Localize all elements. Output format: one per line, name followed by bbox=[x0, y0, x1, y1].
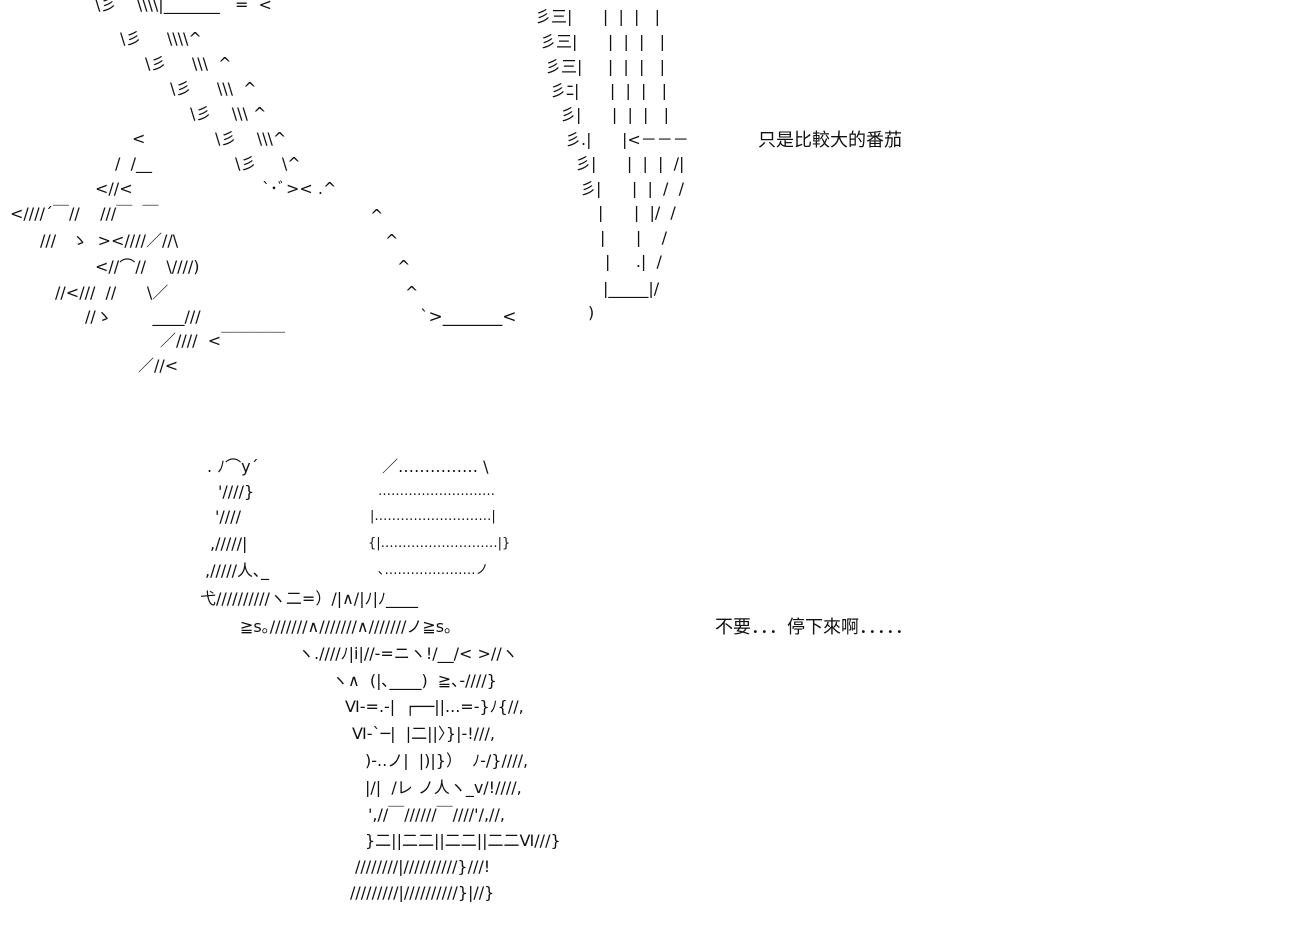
art-line: 弋//////////ヽ二=）/|∧/|ﾉ|ﾉ____ bbox=[200, 589, 418, 608]
art-line: Ⅵ-`─| |二||〉}|-!///, bbox=[352, 724, 495, 743]
art-line: ) bbox=[588, 303, 595, 322]
art-line: ^ bbox=[370, 206, 384, 225]
art-line: <//⌒// \////) bbox=[95, 257, 200, 276]
art-line: 彡三| | | | | bbox=[535, 7, 661, 26]
art-line: Ⅵ-=.-| ┌──||...=-}ﾉ{//, bbox=[345, 697, 524, 716]
art-line: //ゝ ____/// bbox=[85, 307, 201, 326]
art-line: /// ゝ ><////／//\ bbox=[40, 231, 179, 250]
art-line: '////} bbox=[218, 482, 255, 501]
art-line: ^ bbox=[397, 257, 411, 276]
art-line: //</// // \／ bbox=[55, 283, 169, 302]
art-line: ',//￣//////￣////'/,//, bbox=[368, 805, 505, 824]
art-line: ////////|//////////}///! bbox=[355, 857, 491, 876]
art-line: ／//< bbox=[138, 356, 179, 375]
art-line: \彡 \\\\|_______ = <´ bbox=[95, 0, 280, 14]
art-line: | | / bbox=[600, 228, 668, 247]
art-line: 彡| | | | | bbox=[560, 105, 670, 124]
art-line: \彡 \\\^ bbox=[215, 129, 287, 148]
box-line: {|………………………|} bbox=[368, 536, 511, 551]
art-line: |_____|/ bbox=[603, 279, 660, 298]
box-line: ､…………………ノ bbox=[378, 563, 489, 578]
art-line: '//// bbox=[215, 507, 241, 526]
art-line: / /__ bbox=[115, 154, 152, 173]
art-line: )-..ノ| |)|}） ﾉ-/}////, bbox=[365, 751, 529, 770]
art-line: |/| /レ ノ人ヽ_v/!////, bbox=[365, 778, 522, 797]
art-line: `>_______< bbox=[420, 307, 517, 327]
art-line: 彡三| | | | | bbox=[545, 57, 665, 76]
art-line: ≧s｡///////∧///////∧///////ノ≧s｡ bbox=[240, 617, 453, 636]
art-line: `･ﾞ>< .^ bbox=[262, 179, 337, 198]
art-line: ／//// <￣￣￣￣ bbox=[160, 331, 286, 350]
art-line: 彡ﾆ| | | | | bbox=[550, 81, 668, 100]
box-line: ／…………… \ bbox=[382, 457, 489, 476]
art-line: 彡.| |<－－－ bbox=[565, 130, 689, 149]
art-line: 彡| | | / / bbox=[580, 179, 684, 198]
art-line: ,/////| bbox=[210, 534, 248, 553]
art-line: < bbox=[132, 129, 146, 148]
art-line: \彡 \\\ ^ bbox=[190, 104, 267, 123]
art-line: | | |/ / bbox=[598, 203, 676, 222]
art-line: ヽ.////ﾉ|i|//-=ニヽ!/__/< >//ヽ bbox=[298, 644, 518, 663]
art-line: ^ bbox=[405, 283, 419, 302]
art-line: 彡三| | | | | bbox=[540, 32, 666, 51]
art-line: 彡| | | | /| bbox=[575, 154, 685, 173]
art-line: <////´￣// ///￣ ￣ bbox=[10, 204, 159, 223]
art-line: <//< bbox=[95, 179, 133, 198]
art-line: . ﾉ⌒y´ bbox=[207, 457, 259, 476]
art-line: /////////|//////////}|//} bbox=[350, 883, 495, 902]
art-line: ^ bbox=[385, 231, 399, 250]
box-line: ……………………… bbox=[378, 484, 495, 499]
art-line: \彡 \\\ ^ bbox=[145, 54, 232, 73]
art-line: | .| / bbox=[605, 252, 662, 271]
art-line: \彡 \\\ ^ bbox=[170, 79, 257, 98]
tomato-caption: 只是比較大的番茄 bbox=[758, 130, 902, 151]
art-line: }二||二二||二二||二二Ⅵ///} bbox=[365, 831, 561, 850]
art-line: \彡 \\\\^ bbox=[120, 29, 202, 48]
art-line: ヽ∧ (|､____) ≧､-////} bbox=[332, 671, 497, 690]
art-line: ,/////人､_ bbox=[205, 561, 270, 580]
art-line: \彡 \^ bbox=[235, 154, 301, 173]
box-line: |………………………| bbox=[370, 509, 496, 524]
stop-caption: 不要．．．停下來啊．．．．． bbox=[715, 617, 913, 638]
